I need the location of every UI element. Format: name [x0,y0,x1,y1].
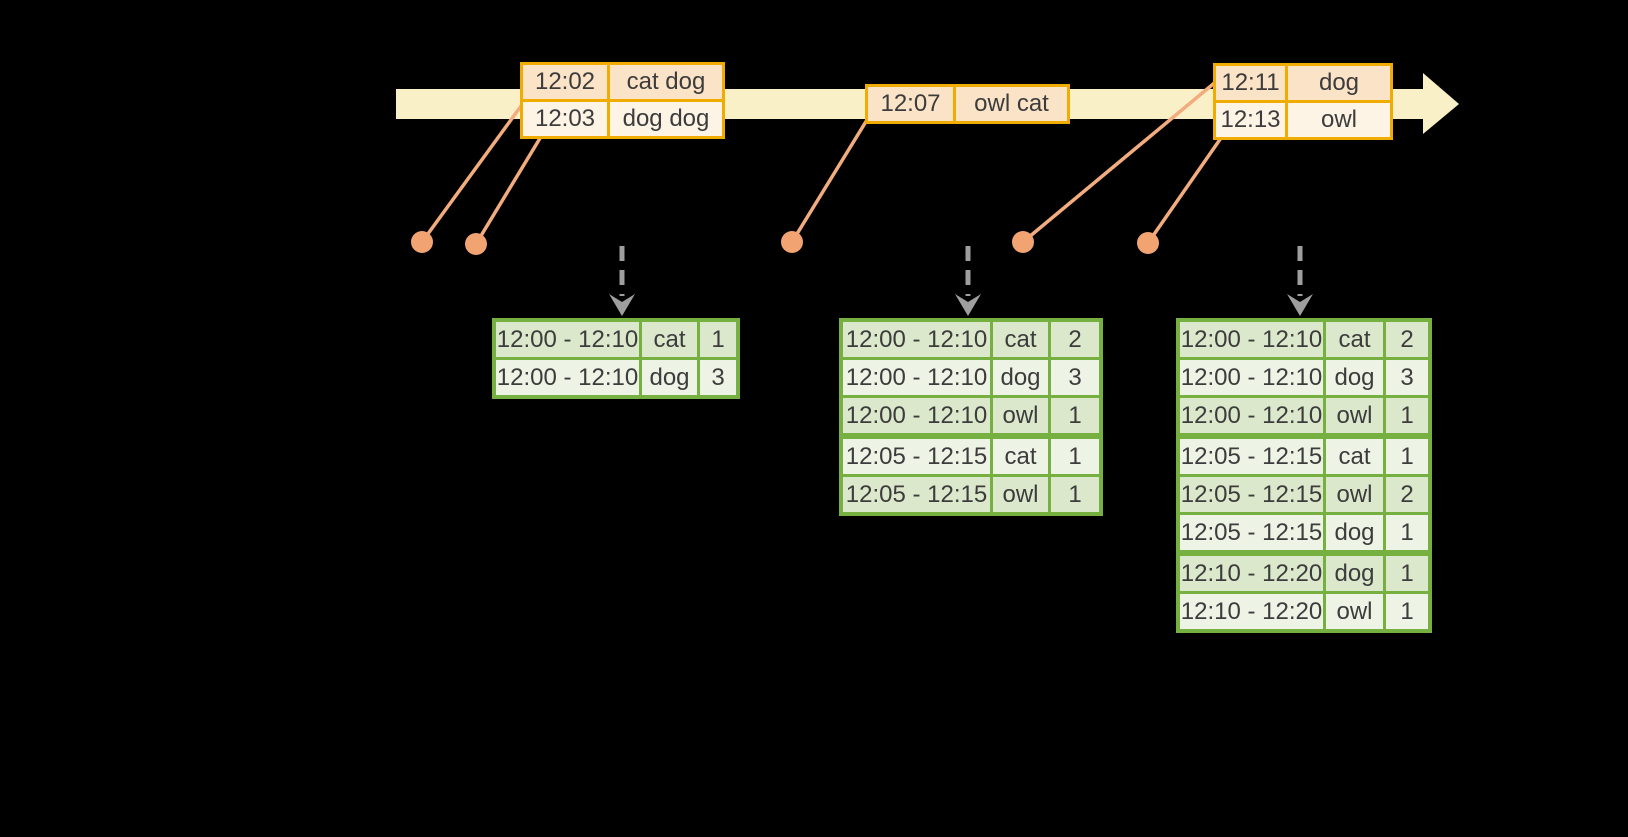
event-dot-icon [465,233,487,255]
table-cell: 12:11 [1216,66,1285,100]
table-cell: 1 [1051,477,1099,512]
table-cell: 12:05 - 12:15 [1180,515,1323,550]
table-cell: 12:10 - 12:20 [1180,594,1323,629]
table-cell: 1 [1386,556,1428,591]
table-cell: cat [1326,322,1383,357]
event-connector [474,129,547,245]
table-cell: 3 [700,360,736,395]
table-cell: 12:03 [523,102,607,136]
trigger-arrow-icon [1287,246,1313,316]
table-cell: owl [1326,398,1383,433]
timeline-arrowhead-icon [1423,73,1459,134]
table-cell: owl [1326,594,1383,629]
table-cell: 3 [1051,360,1099,395]
table-cell: owl [1288,103,1390,137]
table-cell: cat [1326,439,1383,474]
table-cell: 3 [1386,360,1428,395]
event-connector [1146,124,1232,244]
table-cell: 2 [1051,322,1099,357]
trigger-arrow-icon [955,246,981,316]
table-cell: cat [993,322,1048,357]
table-cell: 1 [1386,398,1428,433]
table-cell: 1 [700,322,736,357]
table-cell: dog [1326,515,1383,550]
table-cell: dog [1326,360,1383,395]
table-cell: owl [993,398,1048,433]
trigger-arrow-icon [609,246,635,316]
event-dot-icon [1012,231,1034,253]
table-cell: 1 [1051,439,1099,474]
table-cell: 12:07 [868,87,953,121]
table-cell: 12:10 - 12:20 [1180,556,1323,591]
table-cell: 12:00 - 12:10 [1180,360,1323,395]
table-cell: 12:05 - 12:15 [843,439,990,474]
table-cell: 12:05 - 12:15 [1180,477,1323,512]
table-cell: 12:05 - 12:15 [843,477,990,512]
event-connector [790,114,872,243]
table-cell: owl [993,477,1048,512]
table-cell: 12:00 - 12:10 [843,398,990,433]
table-cell: 12:00 - 12:10 [1180,398,1323,433]
table-cell: cat dog [610,65,722,99]
table-cell: 12:02 [523,65,607,99]
table-cell: 12:00 - 12:10 [843,322,990,357]
table-cell: 1 [1386,439,1428,474]
table-cell: 1 [1386,594,1428,629]
table-cell: dog [1288,66,1390,100]
table-cell: 1 [1051,398,1099,433]
event-dot-icon [411,231,433,253]
event-connector [1021,68,1232,244]
table-cell: 2 [1386,322,1428,357]
table-cell: dog [993,360,1048,395]
table-cell: 12:00 - 12:10 [496,360,639,395]
table-cell: dog dog [610,102,722,136]
table-cell: 12:00 - 12:10 [1180,322,1323,357]
table-cell: cat [642,322,697,357]
table-cell: dog [1326,556,1383,591]
table-cell: 2 [1386,477,1428,512]
event-dot-icon [1137,232,1159,254]
table-cell: 12:13 [1216,103,1285,137]
table-cell: 12:00 - 12:10 [843,360,990,395]
table-cell: 1 [1386,515,1428,550]
table-cell: owl [1326,477,1383,512]
table-cell: dog [642,360,697,395]
table-cell: 12:00 - 12:10 [496,322,639,357]
table-cell: owl cat [956,87,1067,121]
event-dot-icon [781,231,803,253]
table-cell: 12:05 - 12:15 [1180,439,1323,474]
table-cell: cat [993,439,1048,474]
